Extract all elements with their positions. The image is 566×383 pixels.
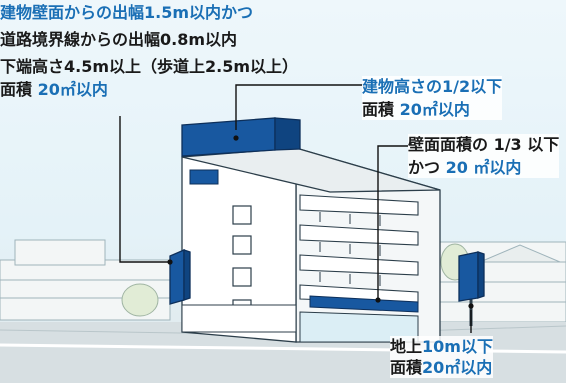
projecting-sign-area-value: 20㎡以内 (37, 80, 108, 99)
side-wall-sign (309, 295, 419, 313)
balcony-windows (319, 212, 381, 286)
ground-sign-area-prefix: 面積 (390, 358, 423, 377)
rooftop-sign-line2: 面積 20㎡以内 (362, 99, 502, 120)
projecting-sign-line3: 下端高さ4.5m以上（歩道上2.5m以上） (0, 57, 299, 76)
balconies (299, 194, 419, 304)
ground-floor-front (181, 304, 297, 333)
ground-sign-line2: 面積20㎡以内 (390, 357, 493, 378)
rooftop-sign (181, 117, 301, 157)
wall-sign-line2: かつ 20 ㎡以内 (408, 157, 559, 178)
rooftop-sign-line1: 建物高さの1/2以下 (362, 76, 502, 97)
ground-sign-area-value: 20㎡以内 (422, 358, 493, 377)
projecting-sign (169, 249, 191, 305)
wall-sign-line1: 壁面面積の 1/3 以下 (408, 135, 560, 154)
ground-sign-line1: 地上10m以下 (390, 336, 493, 357)
rooftop-sign-area-prefix: 面積 (362, 100, 395, 119)
rooftop-sign-area-value: 20㎡以内 (399, 100, 470, 119)
wall-sign-prefix: かつ (408, 158, 441, 177)
rooftop-sign-label: 建物高さの1/2以下 面積 20㎡以内 (362, 76, 503, 120)
rooftop-sign-height-text: 建物高さの1/2以下 (362, 77, 503, 96)
projecting-sign-line1: 建物壁面からの出幅1.5m以内かつ (0, 3, 254, 22)
ground-sign-label: 地上10m以下 面積20㎡以内 (390, 336, 493, 378)
ground-sign-height-prefix: 地上 (390, 337, 423, 356)
projecting-sign-area-prefix: 面積 (0, 80, 33, 99)
projecting-sign-line2: 道路境界線からの出幅0.8m以内 (0, 30, 238, 49)
leader-dots (167, 135, 474, 309)
ground-sign-height-value: 10m以下 (422, 337, 493, 356)
wall-sign-area-value: 20 ㎡以内 (445, 158, 522, 177)
projecting-sign-label: 建物壁面からの出幅1.5m以内かつ 道路境界線からの出幅0.8m以内 下端高さ4… (0, 2, 298, 100)
leader-lines (119, 84, 472, 333)
background-buildings-right (419, 241, 566, 323)
wall-sign-label: 壁面面積の 1/3 以下 かつ 20 ㎡以内 (408, 134, 560, 178)
projecting-sign-line4: 面積 20㎡以内 (0, 79, 298, 100)
front-wall-sign (189, 169, 219, 185)
